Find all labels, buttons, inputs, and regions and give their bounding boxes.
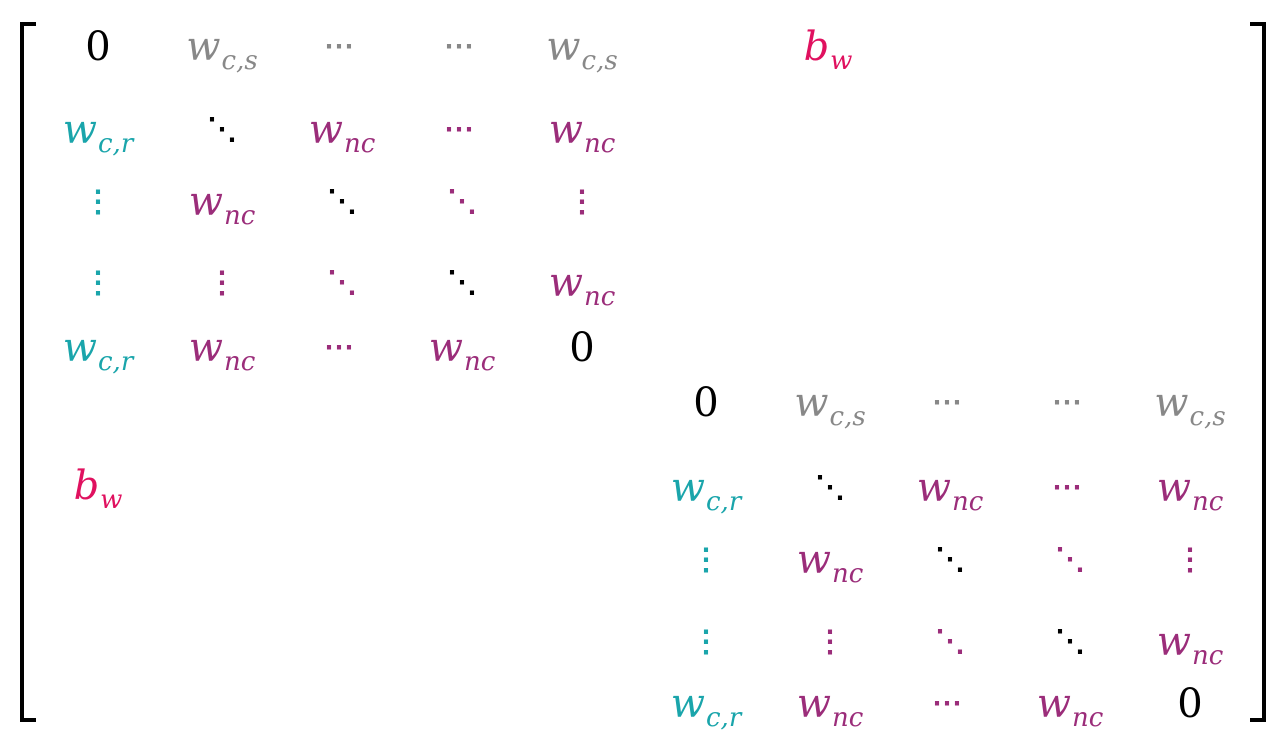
upper-left-block-r3-c2: ⋱ <box>327 265 357 300</box>
upper-left-block-r1-c1: ⋱ <box>207 112 237 147</box>
upper-left-block-r3-c4: wnc <box>548 260 616 312</box>
right-bracket <box>1250 22 1266 722</box>
lower-right-block-r2-c3: ⋱ <box>1055 542 1085 577</box>
lower-right-block-r0-c4: wc,s <box>1154 380 1226 432</box>
lower-right-block-r4-c4: 0 <box>1177 681 1203 727</box>
lower-right-block-r2-c0: ⋮ <box>691 542 721 578</box>
lower-right-block-r0-c2: ⋯ <box>932 385 968 420</box>
upper-left-block-r0-c3: ⋯ <box>444 29 480 64</box>
lower-right-block-r0-c0: 0 <box>693 380 719 426</box>
lower-right-block-r0-c1: wc,s <box>794 380 866 432</box>
upper-left-block-r0-c1: wc,s <box>186 24 258 76</box>
lower-right-block-r3-c3: ⋱ <box>1055 624 1085 659</box>
lower-right-block-r1-c0: wc,r <box>670 465 742 517</box>
upper-left-block-r4-c0: wc,r <box>62 325 134 377</box>
lower-right-block-r1-c2: wnc <box>916 465 984 517</box>
upper-left-block-r1-c3: ⋯ <box>444 112 480 147</box>
upper-left-block-r1-c4: wnc <box>548 107 616 159</box>
left-bracket <box>20 22 36 722</box>
lower-right-block-r3-c2: ⋱ <box>935 624 965 659</box>
lower-right-block-r4-c1: wnc <box>796 681 864 733</box>
upper-left-block-r3-c0: ⋮ <box>83 265 113 301</box>
upper-left-block-r4-c1: wnc <box>188 325 256 377</box>
lower-right-block-r2-c4: ⋮ <box>1175 542 1205 578</box>
upper-left-block-r1-c0: wc,r <box>62 107 134 159</box>
lower-right-block-r1-c1: ⋱ <box>815 470 845 505</box>
lower-right-block-r0-c3: ⋯ <box>1052 385 1088 420</box>
upper-left-block-r0-c2: ⋯ <box>324 29 360 64</box>
upper-left-block-r3-c1: ⋮ <box>207 265 237 301</box>
upper-left-block-r2-c0: ⋮ <box>83 184 113 220</box>
bw-lower-left: bw <box>73 463 123 515</box>
upper-left-block-r2-c3: ⋱ <box>447 184 477 219</box>
lower-right-block-r2-c1: wnc <box>796 537 864 589</box>
upper-left-block-r4-c2: ⋯ <box>324 330 360 365</box>
bw-upper-right: bw <box>803 24 853 76</box>
upper-left-block-r3-c3: ⋱ <box>447 265 477 300</box>
lower-right-block-r1-c4: wnc <box>1156 465 1224 517</box>
lower-right-block-r1-c3: ⋯ <box>1052 470 1088 505</box>
upper-left-block-r2-c1: wnc <box>188 179 256 231</box>
upper-left-block-r4-c4: 0 <box>569 325 595 371</box>
lower-right-block-r3-c4: wnc <box>1156 619 1224 671</box>
upper-left-block-r4-c3: wnc <box>428 325 496 377</box>
upper-left-block-r1-c2: wnc <box>308 107 376 159</box>
upper-left-block-r2-c4: ⋮ <box>567 184 597 220</box>
lower-right-block-r4-c0: wc,r <box>670 681 742 733</box>
lower-right-block-r4-c2: ⋯ <box>932 686 968 721</box>
lower-right-block-r3-c1: ⋮ <box>815 624 845 660</box>
upper-left-block-r0-c4: wc,s <box>546 24 618 76</box>
lower-right-block-r3-c0: ⋮ <box>691 624 721 660</box>
lower-right-block-r4-c3: wnc <box>1036 681 1104 733</box>
lower-right-block-r2-c2: ⋱ <box>935 542 965 577</box>
upper-left-block-r2-c2: ⋱ <box>327 184 357 219</box>
upper-left-block-r0-c0: 0 <box>85 24 111 70</box>
